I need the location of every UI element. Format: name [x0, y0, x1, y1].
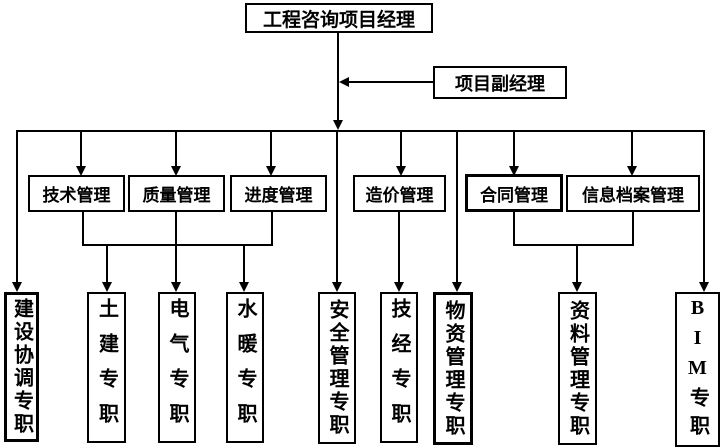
arrowhead-deputy-left-icon [339, 77, 349, 87]
connector-drop-quality [175, 130, 177, 168]
arrowhead-safety-icon [332, 282, 342, 292]
connector-drop-document [576, 244, 578, 284]
node-technical-mgmt: 技术管理 [28, 175, 125, 212]
node-cost-mgmt: 造价管理 [353, 175, 446, 212]
node-info-archive-mgmt: 信息档案管理 [566, 175, 700, 212]
connector-drop-schedule [270, 130, 272, 168]
arrowhead-root-down-icon [333, 120, 343, 130]
arrowhead-material-icon [452, 282, 462, 292]
connector-deputy-horizontal [348, 81, 433, 83]
node-schedule-mgmt: 进度管理 [230, 175, 327, 212]
arrowhead-plumbing-icon [239, 282, 249, 292]
node-plumbing-heating: 水暖专职 [226, 292, 264, 443]
arrowhead-tech-economics-icon [394, 282, 404, 292]
arrowhead-quality-icon [171, 166, 181, 176]
node-tech-economics: 技经专职 [380, 292, 418, 443]
connector-stub-technical [82, 211, 84, 246]
connector-drop-plumbing [243, 244, 245, 284]
connector-drop-material [456, 130, 458, 284]
node-electrical: 电气专职 [158, 292, 196, 443]
connector-pair-bus [513, 244, 634, 246]
connector-drop-contract [513, 130, 515, 168]
connector-drop-cost [400, 130, 402, 168]
node-project-manager: 工程咨询项目经理 [245, 3, 433, 33]
arrowhead-bim-icon [699, 282, 709, 292]
arrowhead-cost-icon [396, 166, 406, 176]
arrowhead-construction-coordination-icon [12, 282, 22, 292]
node-bim: BIM专职 [675, 292, 720, 447]
connector-stub-info-archive [632, 211, 634, 246]
arrowhead-info-archive-icon [627, 166, 637, 176]
connector-drop-electrical [175, 244, 177, 284]
connector-drop-safety [336, 130, 338, 284]
node-contract-mgmt: 合同管理 [465, 174, 563, 212]
connector-drop-info-archive [631, 130, 633, 168]
arrowhead-schedule-icon [266, 166, 276, 176]
node-safety-mgmt: 安全管理专职 [318, 292, 356, 444]
arrowhead-contract-icon [509, 166, 519, 176]
node-document-mgmt: 资料管理专职 [558, 292, 597, 445]
node-deputy-manager: 项目副经理 [433, 66, 567, 99]
connector-stub-contract [513, 211, 515, 246]
arrowhead-civil-icon [102, 282, 112, 292]
connector-stub-schedule [271, 211, 273, 246]
arrowhead-electrical-icon [171, 282, 181, 292]
connector-drop-technical [80, 130, 82, 168]
connector-drop-tech-economics [398, 211, 400, 284]
connector-trio-bus [82, 244, 273, 246]
node-construction-coordination: 建设协调专职 [4, 292, 39, 442]
arrowhead-document-icon [572, 282, 582, 292]
connector-drop-civil [106, 244, 108, 284]
node-quality-mgmt: 质量管理 [128, 175, 225, 212]
connector-root-vertical [337, 33, 339, 121]
connector-stub-quality [175, 211, 177, 246]
connector-drop-construction-coordination [16, 130, 18, 284]
connector-drop-bim [703, 130, 705, 284]
connector-main-bus [16, 130, 705, 132]
node-civil-works: 土建专职 [87, 292, 126, 443]
node-material-mgmt: 物资管理专职 [433, 292, 473, 445]
arrowhead-technical-icon [76, 166, 86, 176]
